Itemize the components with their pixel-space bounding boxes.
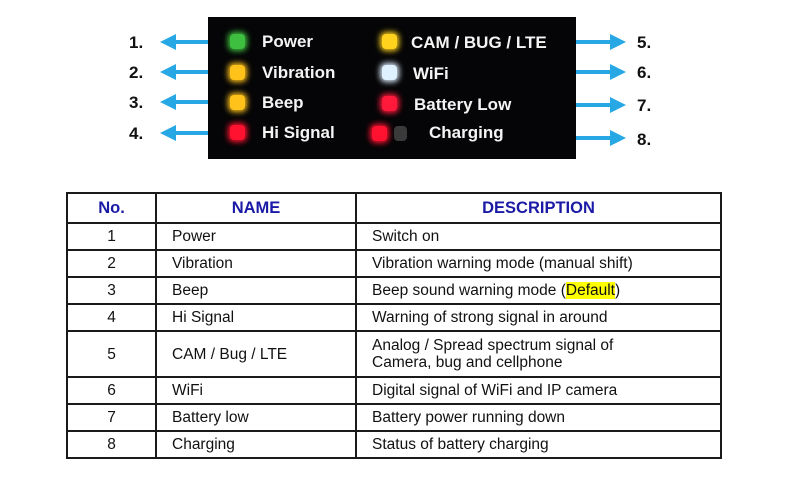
callout-number-5: 5. [637,33,652,52]
description-text: Beep sound warning mode ( [372,281,566,299]
led-indicator-panel: Power Vibration Beep Hi Signal CAM / BUG… [208,17,576,159]
table-header-row: No. NAME DESCRIPTION [66,192,722,224]
callout-number-3: 3. [129,93,144,112]
hi-signal-led-icon [230,125,245,140]
row-number: 3 [66,276,157,305]
description-text: ) [615,281,621,299]
callout-number-7: 7. [637,96,652,115]
row-name: Charging [155,430,357,459]
column-header-name: NAME [155,192,357,224]
cam-bug-lte-led-icon [382,34,397,49]
row-number: 6 [66,376,157,405]
callout-number-6: 6. [637,63,652,82]
indicator-label-wifi: WiFi [413,64,449,83]
row-description: Battery power running down [355,403,722,432]
row-name: Vibration [155,249,357,278]
callout-number-2: 2. [129,63,144,82]
row-name: CAM / Bug / LTE [155,330,357,378]
wifi-led-icon [382,65,397,80]
row-name: Power [155,222,357,251]
row-description: Vibration warning mode (manual shift) [355,249,722,278]
callout-number-1: 1. [129,33,144,52]
default-highlight: Default [565,281,615,299]
row-number: 8 [66,430,157,459]
description-line: Camera, bug and cellphone [372,354,563,371]
row-name: Hi Signal [155,303,357,332]
table-row: 6 WiFi Digital signal of WiFi and IP cam… [66,376,722,405]
battery-low-led-icon [382,96,397,111]
row-description: Warning of strong signal in around [355,303,722,332]
indicator-label-battery-low: Battery Low [414,95,512,114]
table-row: 8 Charging Status of battery charging [66,430,722,459]
column-header-no: No. [66,192,157,224]
indicator-table: No. NAME DESCRIPTION 1 Power Switch on 2… [66,192,722,459]
table-row: 2 Vibration Vibration warning mode (manu… [66,249,722,278]
indicator-label-beep: Beep [262,93,304,112]
indicator-label-vibration: Vibration [262,63,336,82]
table-row: 1 Power Switch on [66,222,722,251]
row-description: Switch on [355,222,722,251]
vibration-led-icon [230,65,245,80]
row-number: 4 [66,303,157,332]
callout-number-4: 4. [129,124,144,143]
charging-led-icon [372,126,387,141]
charging-led-off-icon [394,126,407,141]
power-led-icon [230,34,245,49]
table-row: 3 Beep Beep sound warning mode (Default) [66,276,722,305]
column-header-description: DESCRIPTION [355,192,722,224]
row-name: Beep [155,276,357,305]
table-row: 5 CAM / Bug / LTE Analog / Spread spectr… [66,330,722,378]
description-line: Analog / Spread spectrum signal of [372,337,614,354]
callout-number-8: 8. [637,130,652,149]
beep-led-icon [230,95,245,110]
row-name: Battery low [155,403,357,432]
row-description: Status of battery charging [355,430,722,459]
row-number: 2 [66,249,157,278]
indicator-label-power: Power [262,32,314,51]
table-row: 7 Battery low Battery power running down [66,403,722,432]
indicator-label-charging: Charging [429,123,504,142]
indicator-label-hi-signal: Hi Signal [262,123,335,142]
indicator-label-cam-bug-lte: CAM / BUG / LTE [411,33,547,52]
row-number: 7 [66,403,157,432]
row-description: Digital signal of WiFi and IP camera [355,376,722,405]
row-number: 5 [66,330,157,378]
row-description: Beep sound warning mode (Default) [355,276,722,305]
row-number: 1 [66,222,157,251]
row-name: WiFi [155,376,357,405]
table-row: 4 Hi Signal Warning of strong signal in … [66,303,722,332]
